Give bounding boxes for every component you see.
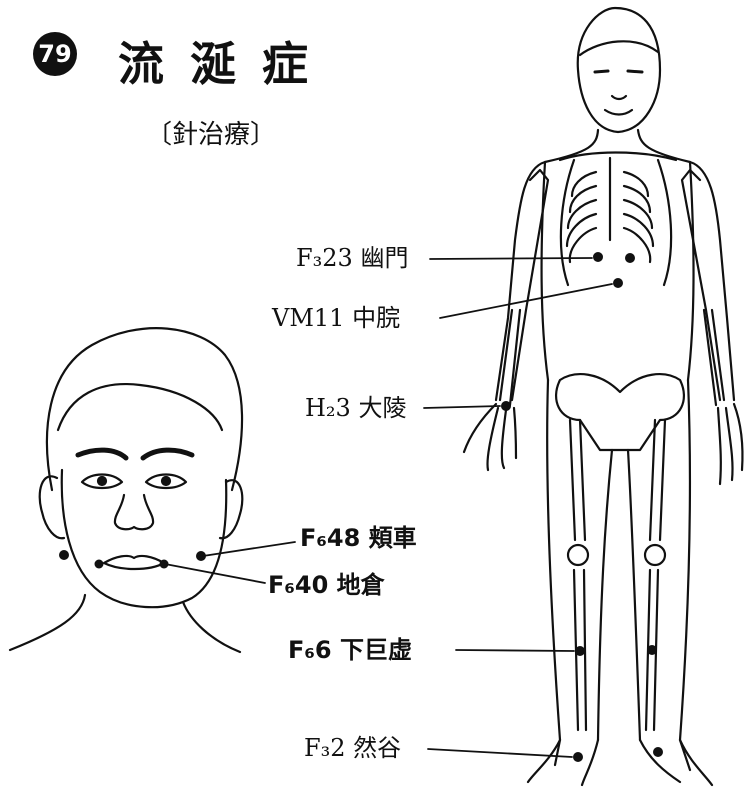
point-label-h2-3: H₂3 大陵 <box>305 396 406 420</box>
point-label-f3-2: F₃2 然谷 <box>304 736 401 760</box>
point-label-f6-6: F₆6 下巨虚 <box>288 638 412 662</box>
point-label-f6-48: F₆48 頬車 <box>300 526 417 550</box>
point-label-f6-40: F₆40 地倉 <box>268 573 385 597</box>
point-label-f3-23: F₃23 幽門 <box>296 246 408 270</box>
point-label-vm11: VM11 中脘 <box>272 306 400 330</box>
face-drawing <box>10 328 242 652</box>
body-drawing <box>464 8 743 785</box>
